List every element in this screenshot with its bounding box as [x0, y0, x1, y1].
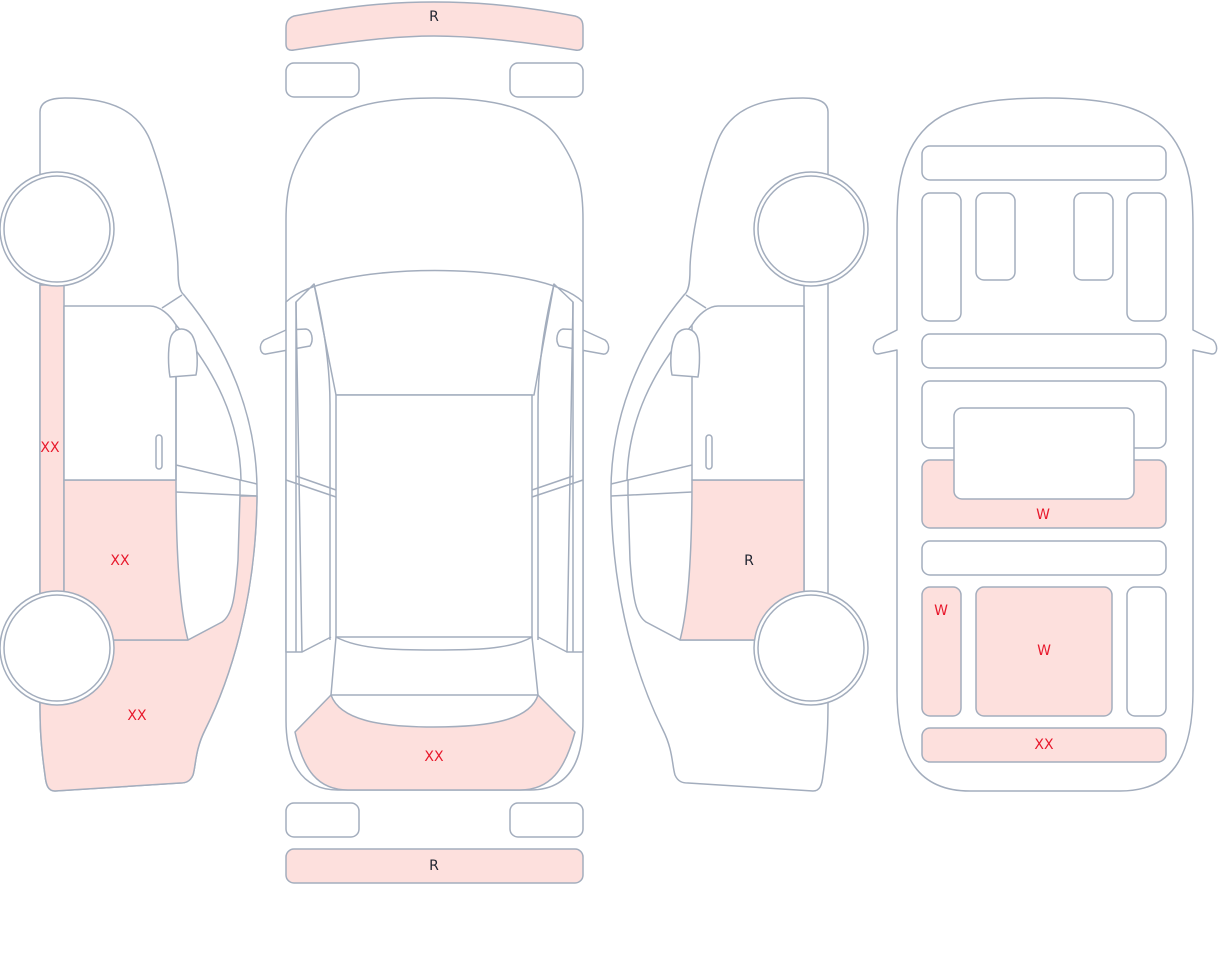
- center-tunnel[interactable]: [953, 407, 1135, 500]
- rear-center-floor[interactable]: [975, 586, 1113, 717]
- front-left-rail[interactable]: [921, 192, 962, 322]
- rear-left-light[interactable]: [285, 802, 360, 838]
- left-side-view: XX XX XX: [0, 97, 258, 792]
- left-door-window[interactable]: [63, 305, 177, 481]
- rear-cross-panel[interactable]: [921, 540, 1167, 576]
- front-right-light[interactable]: [509, 62, 584, 98]
- damage-label: R: [429, 9, 439, 25]
- front-right-rail[interactable]: [1126, 192, 1167, 322]
- left-pillar-panel[interactable]: [39, 284, 65, 596]
- damage-label: XX: [424, 749, 444, 765]
- left-front-wheel: [3, 175, 111, 283]
- damage-label: W: [1037, 643, 1051, 659]
- front-cross-member[interactable]: [921, 145, 1167, 181]
- left-door-handle-icon[interactable]: [155, 434, 163, 470]
- damage-label: XX: [110, 553, 130, 569]
- plan-view: W W W XX: [872, 97, 1218, 792]
- top-view: R XX R: [259, 1, 610, 884]
- rear-cross-member[interactable]: [921, 727, 1167, 763]
- firewall[interactable]: [921, 333, 1167, 369]
- damage-label: W: [1036, 507, 1050, 523]
- front-right-mount[interactable]: [1073, 192, 1114, 281]
- rear-bumper[interactable]: [285, 848, 584, 884]
- left-rear-rail[interactable]: [921, 586, 962, 717]
- right-door-handle-icon[interactable]: [705, 434, 713, 470]
- right-front-wheel: [757, 175, 865, 283]
- damage-label: XX: [40, 440, 60, 456]
- right-rear-rail[interactable]: [1126, 586, 1167, 717]
- right-door-window[interactable]: [691, 305, 805, 481]
- left-mirror[interactable]: [167, 328, 198, 378]
- right-mirror[interactable]: [670, 328, 701, 378]
- front-left-mount[interactable]: [975, 192, 1016, 281]
- left-rear-door-lower[interactable]: [63, 479, 189, 641]
- damage-label: R: [429, 858, 439, 874]
- damage-label: W: [934, 603, 948, 619]
- front-left-light[interactable]: [285, 62, 360, 98]
- right-rear-wheel: [757, 594, 865, 702]
- damage-label: R: [744, 553, 754, 569]
- right-rear-door-lower[interactable]: [679, 479, 805, 641]
- rear-panel[interactable]: [294, 694, 576, 791]
- roof[interactable]: [335, 394, 533, 638]
- damage-label: XX: [1034, 737, 1054, 753]
- rear-window: [330, 636, 539, 696]
- left-bottom-quarter-panel[interactable]: [39, 495, 258, 792]
- left-rear-wheel: [3, 594, 111, 702]
- rear-right-light[interactable]: [509, 802, 584, 838]
- damage-label: XX: [127, 708, 147, 724]
- front-bumper[interactable]: [285, 1, 584, 51]
- right-side-view: R: [610, 97, 869, 792]
